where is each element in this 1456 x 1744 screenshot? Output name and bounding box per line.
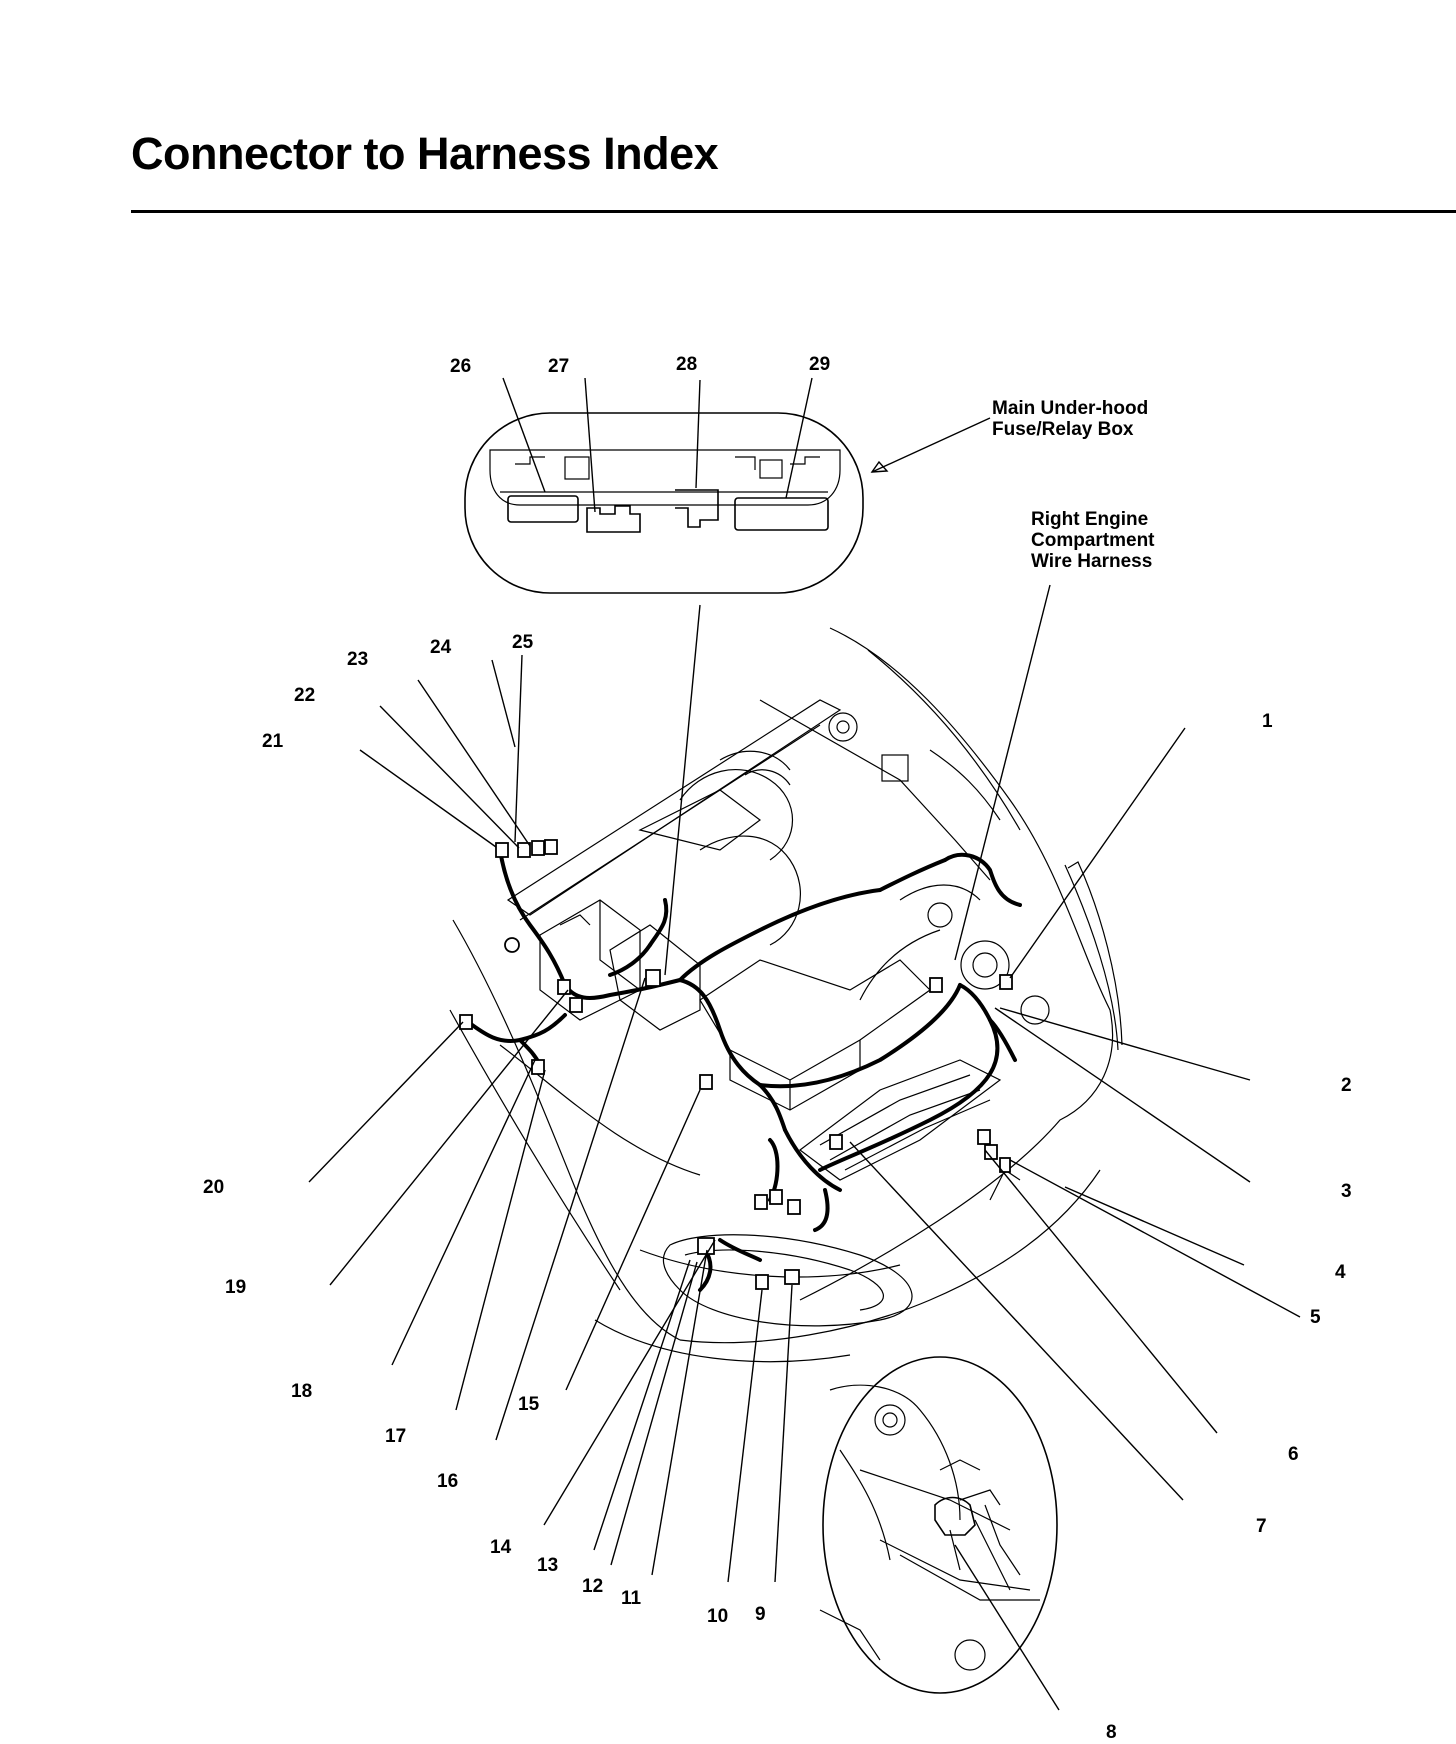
connector-number-labels: 1 2 3 4 5 6 7 8 9 10 11 12 13 14 15 16 1… [203,354,1352,1743]
fuse-box-caption: Main Under-hood Fuse/Relay Box [992,398,1148,440]
connector-label-4: 4 [1335,1262,1346,1283]
connector-label-6: 6 [1288,1444,1299,1465]
fuse-relay-box-callout [464,412,991,976]
connector-label-29: 29 [809,354,830,375]
detail-inset-circle [819,1356,1058,1694]
connector-label-12: 12 [582,1576,603,1597]
right-harness-caption-line-2: Compartment [1031,530,1155,551]
connector-label-21: 21 [262,731,284,752]
harness-connectors [459,839,1013,1290]
connector-label-11: 11 [621,1588,642,1609]
connector-label-18: 18 [291,1381,312,1402]
title-rule [131,210,1456,213]
right-harness-caption: Right Engine Compartment Wire Harness [1031,509,1155,572]
connector-label-15: 15 [518,1394,540,1415]
connector-label-14: 14 [490,1537,512,1558]
page-title: Connector to Harness Index [131,128,719,179]
right-harness-caption-line-1: Right Engine [1031,509,1148,530]
connector-label-10: 10 [707,1606,728,1627]
connector-label-3: 3 [1341,1181,1352,1202]
engine-bay [506,699,1050,1181]
connector-label-25: 25 [512,632,534,653]
connector-label-2: 2 [1341,1075,1352,1096]
connector-label-28: 28 [676,354,697,375]
fuse-box-caption-line-2: Fuse/Relay Box [992,419,1134,440]
connector-label-8: 8 [1106,1722,1117,1743]
wire-harnesses [463,848,1022,1292]
connector-label-20: 20 [203,1177,224,1198]
connector-label-17: 17 [385,1426,406,1447]
connector-label-19: 19 [225,1277,246,1298]
right-harness-caption-line-3: Wire Harness [1031,551,1152,572]
connector-label-27: 27 [548,356,569,377]
connector-label-7: 7 [1256,1516,1267,1537]
vehicle-body-outline [449,627,1123,1363]
leader-lines [308,377,1301,1711]
fuse-box-caption-line-1: Main Under-hood [992,398,1148,419]
connector-label-24: 24 [430,637,452,658]
connector-label-5: 5 [1310,1307,1321,1328]
connector-label-16: 16 [437,1471,458,1492]
connector-label-13: 13 [537,1555,558,1576]
connector-label-26: 26 [450,356,471,377]
connector-label-9: 9 [755,1604,766,1625]
connector-label-1: 1 [1262,711,1273,732]
connector-label-23: 23 [347,649,368,670]
connector-label-22: 22 [294,685,315,706]
